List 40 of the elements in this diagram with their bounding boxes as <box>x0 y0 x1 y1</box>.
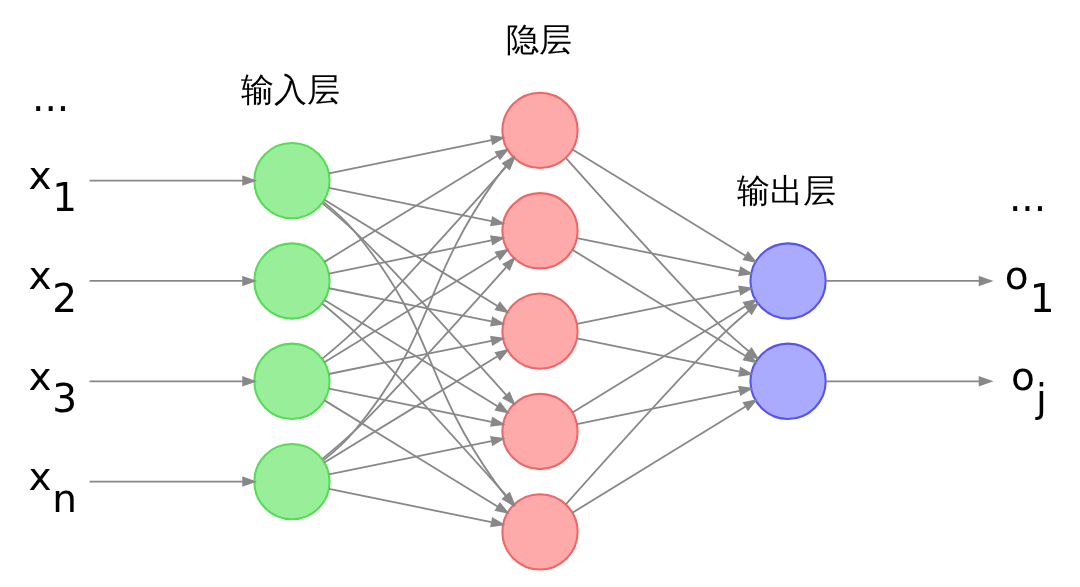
label: ... <box>1008 175 1047 221</box>
node-circle <box>253 442 331 521</box>
arrow <box>321 202 516 406</box>
label: 输入层 <box>241 70 341 110</box>
node-circle <box>253 342 331 420</box>
arrow <box>328 387 506 427</box>
arrow <box>328 135 506 175</box>
arrow <box>571 148 758 264</box>
arrow <box>328 287 506 327</box>
arrow <box>323 348 510 464</box>
arrow <box>571 399 758 514</box>
node-circle <box>253 141 331 220</box>
label: 隐层 <box>505 20 572 60</box>
node-circle <box>749 342 827 420</box>
arrow <box>576 285 754 325</box>
arrow <box>323 299 510 414</box>
arrow <box>323 248 510 364</box>
arrow <box>576 337 754 377</box>
arrow <box>88 376 258 387</box>
arrow <box>328 335 506 375</box>
arrow <box>576 237 754 277</box>
arrow <box>825 376 994 387</box>
arrow <box>328 488 506 528</box>
arrow <box>328 187 506 227</box>
arrow <box>323 399 510 515</box>
arrow <box>328 235 506 275</box>
arrow <box>88 175 258 186</box>
arrow <box>323 148 510 263</box>
arrow <box>328 436 506 476</box>
arrow <box>88 476 258 487</box>
arrow <box>323 198 510 314</box>
arrow <box>321 256 516 460</box>
arrow <box>576 385 754 426</box>
arrow <box>88 275 258 287</box>
node-circle <box>253 242 331 320</box>
node-circle <box>749 242 827 320</box>
node-circle <box>501 292 579 370</box>
label: 输出层 <box>737 170 837 210</box>
arrow <box>825 275 994 287</box>
label: ... <box>32 74 70 120</box>
